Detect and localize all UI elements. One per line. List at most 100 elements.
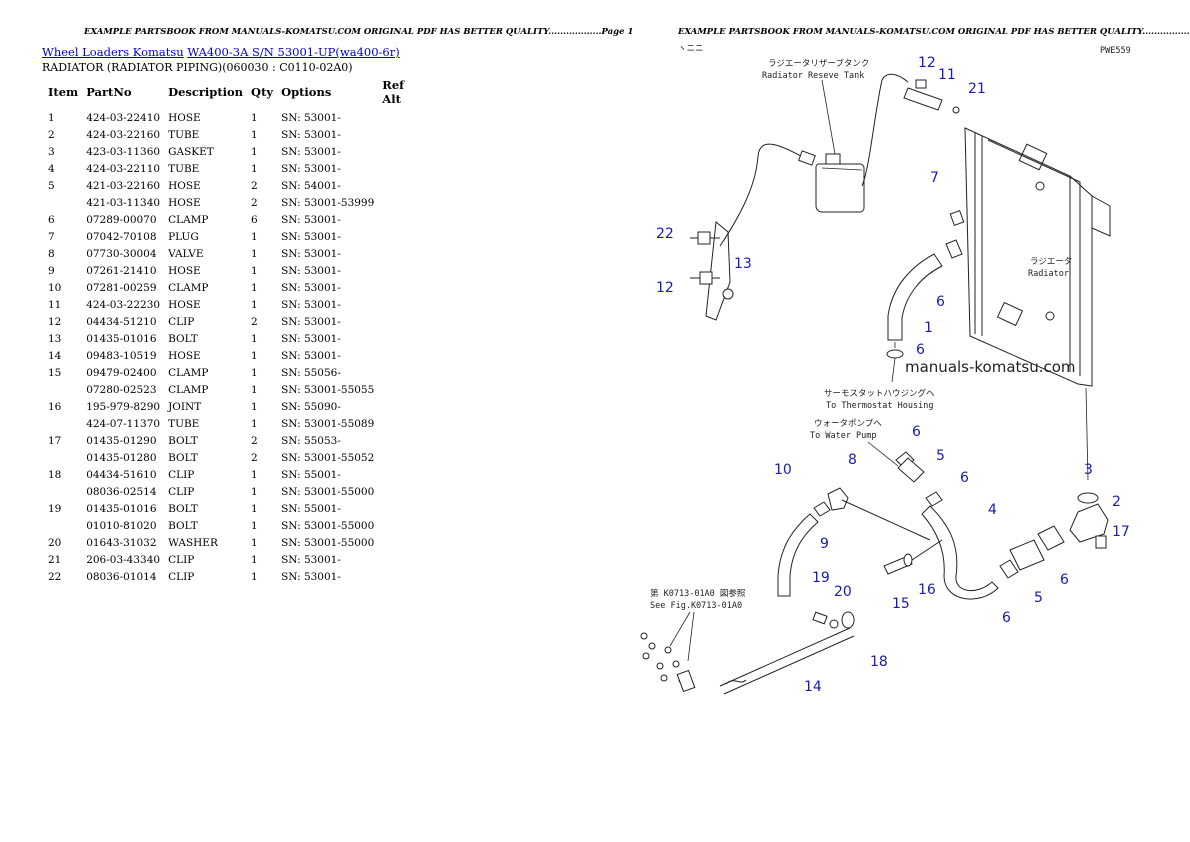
cell-qty: 2 — [251, 179, 258, 192]
cell-ref-alt — [378, 228, 426, 245]
cell-partno: 421-03-22160 — [86, 179, 161, 192]
parts-table: Item PartNo Description Qty Options Ref … — [44, 78, 426, 585]
radiator-label-jp: ラジエータ — [1030, 257, 1072, 267]
hose-5-upper — [897, 457, 925, 483]
thermostat-label-jp: サーモスタットハウジングへ — [824, 388, 935, 399]
cell-item: 11 — [48, 298, 62, 311]
callout-13: 13 — [734, 256, 752, 272]
cell-description: HOSE — [168, 349, 201, 362]
cell-partno: 01435-01290 — [86, 434, 157, 447]
cell-description: CLAMP — [168, 281, 209, 294]
watermark: manuals-komatsu.com — [905, 358, 1076, 376]
cell-options: SN: 53001- — [281, 213, 341, 226]
cell-qty: 1 — [251, 349, 258, 362]
cell-options: SN: 53001- — [281, 332, 341, 345]
pump-label-jp: ウォータポンプへ — [814, 419, 882, 429]
bracket-frame — [705, 221, 731, 321]
cell-ref-alt — [378, 160, 426, 177]
cell-qty: 1 — [251, 298, 258, 311]
cell-options: SN: 53001-55000 — [281, 485, 375, 498]
breadcrumb-link-model[interactable]: WA400-3A S/N 53001-UP(wa400-6r) — [187, 45, 400, 59]
cell-options: SN: 53001- — [281, 264, 341, 277]
leader-line — [669, 611, 691, 647]
cell-ref-alt — [378, 194, 426, 211]
cell-options: SN: 53001-55055 — [281, 383, 375, 396]
cell-partno: 04434-51610 — [86, 468, 157, 481]
cell-options: SN: 53001- — [281, 111, 341, 124]
cell-ref-alt — [378, 211, 426, 228]
cell-partno: 09483-10519 — [86, 349, 157, 362]
cell-item: 18 — [48, 468, 62, 481]
cell-partno: 01435-01280 — [86, 451, 157, 464]
cell-partno: 07042-70108 — [86, 230, 157, 243]
cell-ref-alt — [378, 551, 426, 568]
cell-item: 15 — [48, 366, 62, 379]
callout-12-lower: 12 — [656, 280, 674, 296]
cell-description: CLAMP — [168, 213, 209, 226]
callout-6: 6 — [936, 294, 945, 310]
clamp-6-thermostat — [886, 349, 904, 359]
cell-partno: 08036-01014 — [86, 570, 157, 583]
cell-options: SN: 53001-55052 — [281, 451, 375, 464]
cell-qty: 1 — [251, 536, 258, 549]
leader-line — [867, 441, 899, 467]
clip-22 — [697, 231, 711, 245]
cell-options: SN: 53001-53999 — [281, 196, 375, 209]
cell-description: CLIP — [168, 485, 195, 498]
valve-line — [841, 499, 931, 541]
breadcrumb-link-wheel-loaders[interactable]: Wheel Loaders Komatsu — [42, 45, 184, 59]
cell-ref-alt — [378, 347, 426, 364]
radiator-core — [964, 127, 1111, 387]
cell-options: SN: 53001- — [281, 230, 341, 243]
cell-qty: 2 — [251, 434, 258, 447]
pump-label-en: To Water Pump — [810, 431, 877, 441]
callout-2: 2 — [1112, 494, 1121, 510]
page-1-header: EXAMPLE PARTSBOOK FROM MANUALS-KOMATSU.C… — [84, 27, 634, 37]
cell-ref-alt — [378, 109, 426, 126]
cell-options: SN: 55053- — [281, 434, 341, 447]
hose-14 — [719, 627, 855, 695]
cell-item: 7 — [48, 230, 55, 243]
cell-item — [44, 381, 82, 398]
overflow-tube — [719, 143, 809, 247]
cell-options: SN: 55056- — [281, 366, 341, 379]
cell-qty: 1 — [251, 502, 258, 515]
cell-ref-alt — [378, 381, 426, 398]
leader-line — [687, 611, 695, 662]
diagram-code: PWE5595 — [1100, 46, 1130, 56]
cell-item: 2 — [48, 128, 55, 141]
cell-description: CLAMP — [168, 366, 209, 379]
cell-partno: 07280-02523 — [86, 383, 157, 396]
cell-description: WASHER — [168, 536, 218, 549]
clip-18 — [841, 611, 855, 629]
callout-6-mid: 6 — [960, 470, 969, 486]
callout-18: 18 — [870, 654, 888, 670]
cell-description: TUBE — [168, 417, 200, 430]
reserve-tank-label-en: Radiator Reseve Tank — [762, 71, 864, 81]
cell-partno: 07730-30004 — [86, 247, 157, 260]
cell-description: TUBE — [168, 128, 200, 141]
callout-10: 10 — [774, 462, 792, 478]
cell-options: SN: 53001- — [281, 145, 341, 158]
clamp-6-right — [1037, 525, 1065, 551]
washer-20 — [829, 619, 839, 629]
cell-description: TUBE — [168, 162, 200, 175]
section-title: RADIATOR (RADIATOR PIPING)(060030 : C011… — [42, 61, 353, 74]
cell-ref-alt — [378, 245, 426, 262]
cell-description: GASKET — [168, 145, 214, 158]
